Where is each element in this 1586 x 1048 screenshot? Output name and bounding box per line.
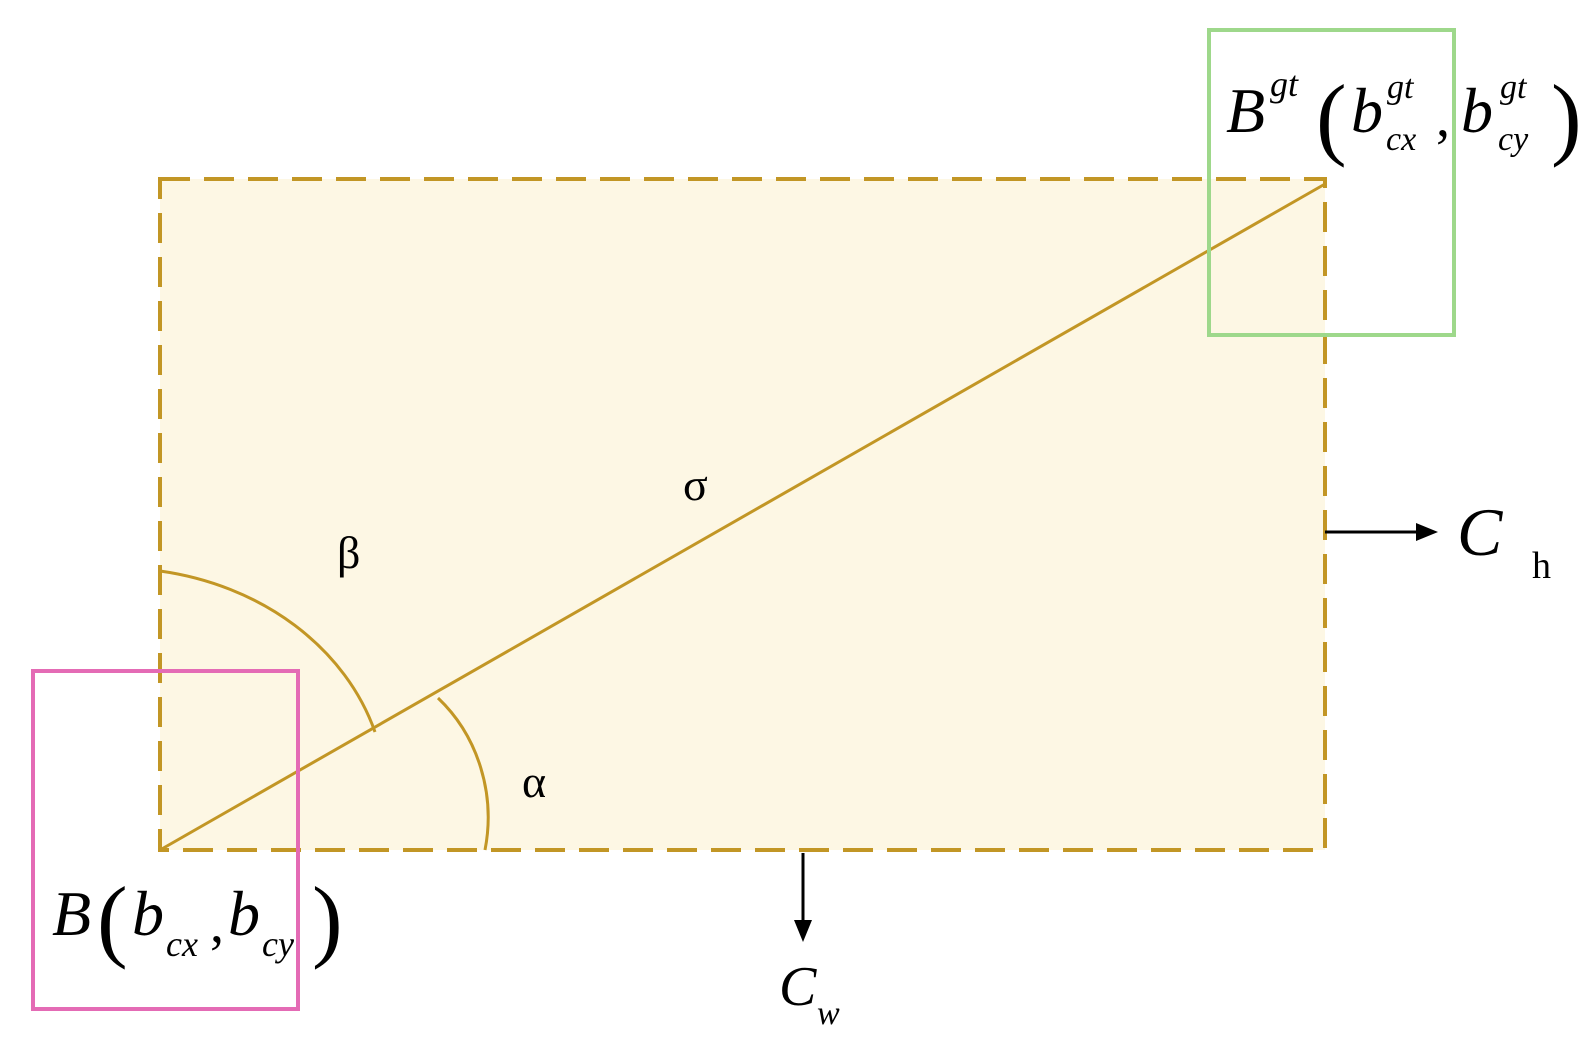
gt-b2-sub: cy: [1498, 121, 1529, 158]
pred-paren-open: (: [97, 868, 128, 970]
distance-line: [159, 182, 1326, 852]
ground-truth-box: [1207, 28, 1456, 337]
cw-label-main: C: [779, 956, 817, 1018]
gt-paren-close: ): [1551, 66, 1582, 168]
gt-B: B: [1226, 75, 1265, 146]
pred-B: B: [52, 878, 91, 949]
sigma-label: σ: [683, 459, 708, 510]
gt-b1-sub: cx: [1386, 121, 1416, 158]
ch-arrow-head: [1416, 523, 1438, 541]
pred-b1: b: [132, 878, 164, 949]
alpha-arc: [436, 696, 490, 851]
gt-b2: b: [1461, 75, 1493, 146]
alpha-label: α: [522, 756, 546, 807]
gt-b1-sup: gt: [1387, 69, 1415, 106]
pred-b2-sub: cy: [262, 924, 294, 964]
pred-comma: ,: [210, 893, 224, 955]
gt-paren-open: (: [1316, 66, 1347, 168]
beta-arc: [159, 569, 377, 733]
cw-arrow-head: [794, 920, 812, 942]
gt-b1: b: [1351, 75, 1383, 146]
predicted-box: [31, 669, 300, 1011]
pred-b2: b: [228, 878, 260, 949]
gt-b2-sup: gt: [1500, 69, 1528, 106]
gt-B-sup: gt: [1270, 64, 1299, 104]
beta-label: β: [337, 527, 360, 578]
ch-label-main: C: [1457, 494, 1503, 570]
ch-label-sub: h: [1532, 545, 1551, 587]
pred-paren-close: ): [312, 868, 343, 970]
cw-label-sub: w: [817, 995, 840, 1032]
gt-comma: ,: [1436, 87, 1450, 149]
pred-b1-sub: cx: [166, 924, 198, 964]
